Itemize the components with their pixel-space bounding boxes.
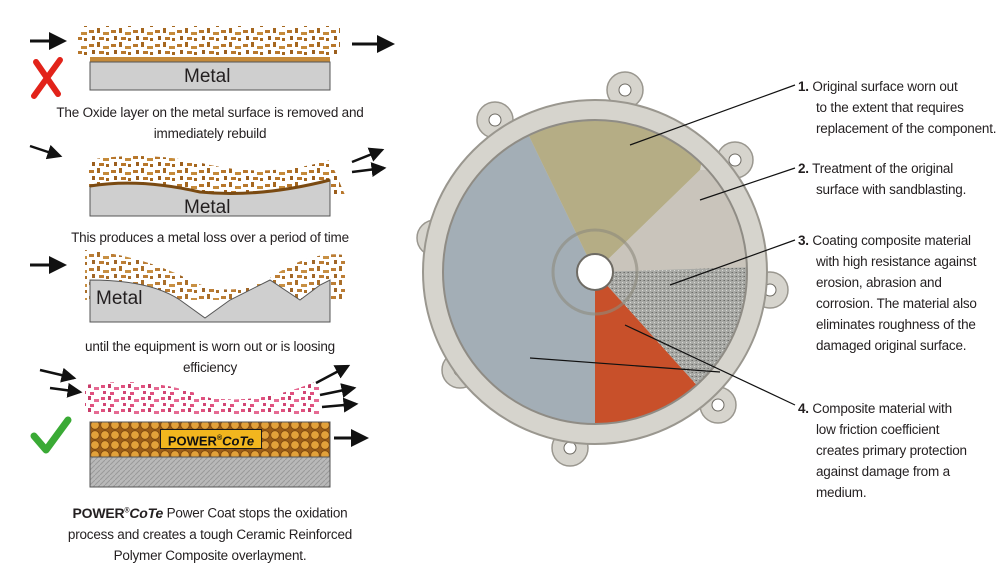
arrow-in-2 [29,144,63,160]
note-1-line-2: to the extent that requires [816,100,964,115]
leader-3 [669,239,796,286]
caption-brand-word: POWER [72,504,125,521]
arrow-out-4a [315,364,351,385]
caption-row4-line3: Polymer Composite overlayment. [113,547,307,563]
oxide-layer-2 [89,178,331,195]
caption-row3-line2: efficiency [182,360,238,375]
sector-granite [595,265,747,400]
leader-4a [624,324,796,406]
sector-blue [443,120,595,424]
caption-row1-line1: The Oxide layer on the metal surface is … [56,105,364,120]
note-2-line-2: surface with sandblasting. [816,182,967,197]
note-1-text-1: Original surface worn out [812,79,958,94]
particles-pink [85,380,320,415]
center-hole [576,253,614,291]
metal-label-3: Metal [96,288,143,309]
metal-label-1: Metal [184,66,231,87]
note-3-line-1: 3. Coating composite material [798,230,977,251]
arrow-in-4a [39,367,77,383]
note-4-line-4: against damage from a [816,464,950,479]
left-diagram [29,26,395,488]
note-3-line-6: damaged original surface. [816,338,967,353]
caption-row4: POWER®CoTe Power Coat stops the oxidatio… [40,500,380,566]
badge-suffix: CoTe [222,433,255,449]
sector-blasted [595,170,747,272]
caption-row2: This produces a metal loss over a period… [71,230,349,245]
powercote-badge: POWER®CoTe [160,429,262,449]
caption-brand: POWER®CoTe [73,505,164,521]
note-1-line-3: replacement of the component. [816,121,997,136]
note-2-number: 2. [798,161,809,176]
metal-block-3 [89,279,331,323]
note-4: 4. Composite material with low friction … [798,398,967,503]
note-1: 1. Original surface worn out to the exte… [798,76,997,139]
note-1-line-1: 1. Original surface worn out [798,76,996,97]
caption-row3-line1: until the equipment is worn out or is lo… [85,339,335,354]
sector-orange [595,272,710,424]
caption-row1: The Oxide layer on the metal surface is … [40,102,380,144]
note-2-text-1: Treatment of the original [812,161,953,176]
note-2: 2. Treatment of the original surface wit… [798,158,966,200]
note-4-line-2: low friction coefficient [816,422,940,437]
note-4-line-5: medium. [816,485,867,500]
note-2-line-1: 2. Treatment of the original [798,158,966,179]
oxide-layer-1 [90,57,330,62]
leader-4b [529,357,721,373]
note-3-line-3: erosion, abrasion and [816,275,942,290]
arrow-out-4b [319,383,357,398]
note-4-text-1: Composite material with [812,401,952,416]
caption-row4-line2: process and creates a tough Ceramic Rein… [67,526,353,542]
note-3: 3. Coating composite material with high … [798,230,977,356]
red-cross-icon [31,57,63,99]
note-3-line-2: with high resistance against [816,254,977,269]
flange-photo [416,71,789,467]
caption-row4-line1: POWER®CoTe Power Coat stops the oxidatio… [40,500,380,524]
note-3-text-1: Coating composite material [812,233,971,248]
oxide-particles-1 [78,26,340,56]
badge-brand: POWER [167,433,217,449]
arrow-in-4b [49,382,83,398]
leader-2 [699,167,796,201]
green-check-icon [30,416,72,454]
note-4-number: 4. [798,401,809,416]
note-4-line-3: creates primary protection [816,443,967,458]
arrow-out-4c [321,397,359,413]
note-4-line-1: 4. Composite material with [798,398,967,419]
metal-block-1 [89,61,331,91]
badge-reg: ® [216,435,223,442]
arrow-out-2b [351,162,387,177]
caption-brand-reg: ® [124,507,130,514]
caption-row3: until the equipment is worn out or is lo… [40,336,380,378]
note-1-number: 1. [798,79,809,94]
note-3-line-5: eliminates roughness of the [816,317,976,332]
note-3-number: 3. [798,233,809,248]
metal-block-4 [89,456,331,488]
hub-ring [551,228,639,316]
caption-brand-suffix: CoTe [129,504,164,521]
leader-1 [629,84,796,146]
inner-edge [442,119,748,425]
arrow-out-2a [351,147,385,164]
note-3-line-4: corrosion. The material also [816,296,977,311]
metal-label-2: Metal [184,197,231,218]
caption-row1-line2: immediately rebuild [153,126,267,141]
caption-row4-text1: Power Coat stops the oxidation [163,505,348,521]
